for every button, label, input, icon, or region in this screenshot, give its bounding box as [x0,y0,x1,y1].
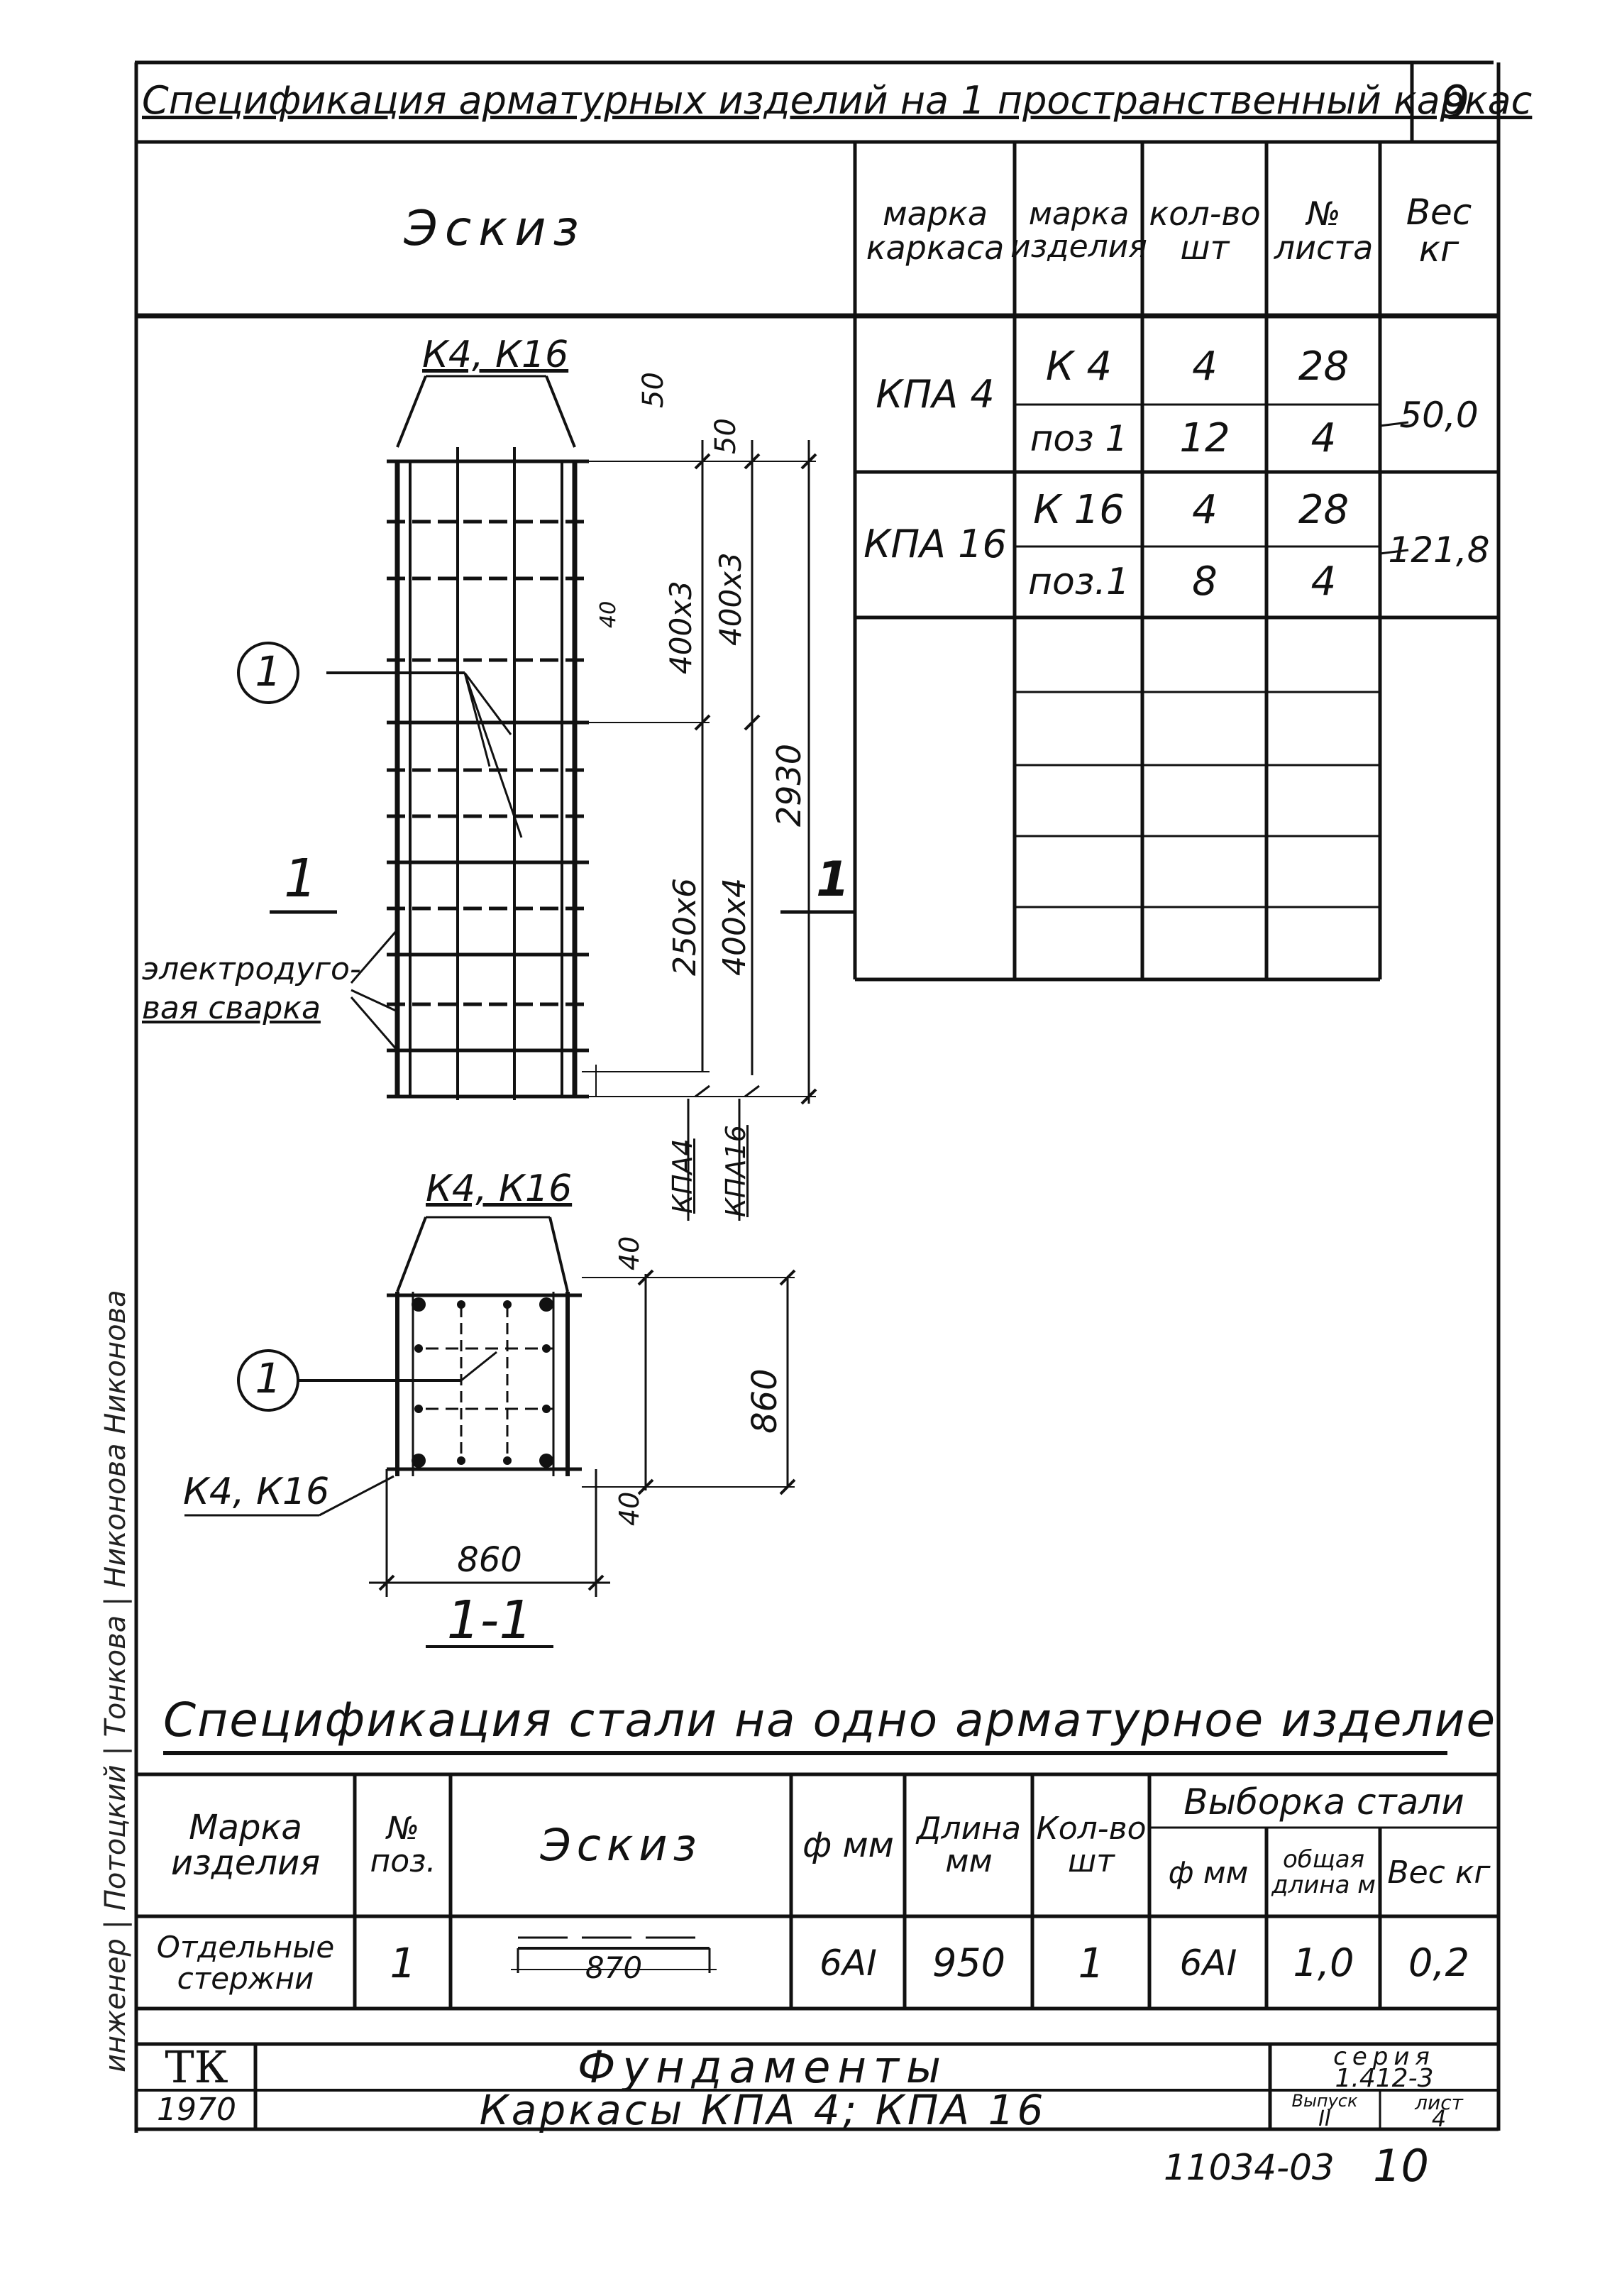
steel-header-pos: № поз. [370,1810,436,1879]
elevation-callout-1: 1 [255,647,282,696]
steel-row-sel-diameter: 6АI [1179,1942,1237,1984]
spec-row-sheet: 4 [1310,414,1337,461]
section-callout-1: 1 [255,1354,282,1402]
spec-row-item-mark: поз 1 [1030,417,1128,459]
spec-row-sheet: 28 [1298,486,1350,533]
steel-row-sel-total-length: 1,0 [1293,1940,1354,1985]
spec-row-qty: 4 [1192,344,1218,390]
section-dim-40-bottom: 40 [614,1491,645,1526]
section-dim-40-top: 40 [614,1236,645,1270]
steel-header-sel-weight: Вес кг [1387,1854,1491,1891]
title-block-subtitle: Каркасы КПА 4; КПА 16 [479,2085,1047,2134]
elevation-top-label: К4, К16 [422,334,569,376]
title-block-series-value: 1.412-3 [1335,2064,1434,2093]
title-block-issue-label: Выпуск [1291,2091,1358,2111]
steel-header-item-mark: Марка изделия [170,1807,321,1883]
spec-header-sketch: Эскиз [404,200,586,257]
spec-header-sheet: № листа [1274,194,1374,267]
steel-header-sel-total-length: общая длина м [1271,1845,1376,1899]
title-block-name: Фундаменты [578,2041,948,2094]
spec-row-item-mark: поз.1 [1027,561,1130,604]
section-bottom-label: К4, К16 [183,1471,330,1513]
steel-row-sketch-dim: 870 [585,1950,643,1985]
steel-header-sketch: Эскиз [540,1819,702,1872]
kpa4-label: КПА4 [667,1138,698,1214]
elevation-dim-400x3-b: 400х3 [713,552,748,646]
title-block-series-label: серия [1333,2043,1435,2071]
steel-row-length: 950 [932,1940,1006,1985]
steel-header-selection: Выборка стали [1183,1781,1464,1823]
elevation-dim-50-b: 50 [710,418,742,454]
steel-row-qty: 1 [1078,1938,1105,1987]
elevation-dim-250x6: 250х6 [667,877,703,976]
sheet-header-title: Спецификация арматурных изделий на 1 про… [142,78,1533,123]
elevation-dim-40-small: 40 [596,600,621,628]
section-top-label: К4, К16 [426,1168,573,1210]
spec-row-qty: 4 [1192,486,1218,533]
spec-row-qty: 8 [1192,559,1218,605]
spec-row-sheet: 4 [1310,559,1337,605]
weld-label-line1: электродуго- [142,951,361,987]
steel-row-item: Отдельные стержни [156,1929,335,1996]
spec-header-item-mark: марка изделия [1010,195,1147,265]
section-mark-left: 1 [284,848,318,909]
spec-header-qty: кол-во шт [1149,194,1261,267]
elevation-dim-400x3-a: 400х3 [663,581,698,674]
title-block-sheet-label: лист [1415,2091,1463,2114]
title-block-year: 1970 [157,2091,236,2128]
margin-vertical-text: инженер | Потоцкий | Тонкова | Никонова … [99,1290,132,2072]
spec-header-weight: Вес кг [1406,191,1472,270]
spec-row-weight: 121,8 [1388,529,1490,571]
title-block-org: ТК [165,2041,228,2094]
steel-header-qty: Кол-во шт [1036,1810,1147,1879]
steel-row-diameter: 6АI [819,1942,877,1984]
spec-row-qty: 12 [1179,414,1230,461]
spec-row-item-mark: К 4 [1045,344,1113,390]
footer-doc-number: 11034-03 [1164,2147,1335,2188]
spec-row-frame: КПА 16 [863,522,1007,567]
steel-spec-title: Спецификация стали на одно арматурное из… [163,1693,1497,1747]
section-dim-860-vertical: 860 [745,1368,785,1434]
steel-row-pos: 1 [390,1938,416,1987]
footer-page: 10 [1373,2140,1429,2192]
elevation-dim-50-a: 50 [637,372,670,408]
spec-row-sheet: 28 [1298,344,1350,390]
section-mark-right: 1 [816,852,850,908]
title-block-issue-value: II [1318,2107,1331,2131]
spec-header-frame-mark: марка каркаса [866,194,1005,267]
steel-header-diameter: ф мм [802,1825,894,1865]
spec-row-weight: 50,0 [1399,394,1479,436]
sheet-header-number: 9 [1440,77,1470,129]
steel-row-sel-weight: 0,2 [1408,1940,1469,1985]
weld-label-line2: вая сварка [142,990,321,1026]
elevation-dim-2930: 2930 [770,743,808,827]
kpa16-label: КПА16 [720,1125,751,1217]
steel-header-length: Длина мм [917,1810,1021,1879]
elevation-dim-400x4: 400х4 [717,877,753,976]
steel-header-sel-diameter: ф мм [1168,1855,1249,1890]
title-block-sheet-value: 4 [1431,2105,1447,2132]
spec-row-item-mark: К 16 [1033,486,1125,533]
section-dim-860-horizontal: 860 [457,1540,522,1580]
section-title: 1-1 [446,1590,533,1651]
spec-row-frame: КПА 4 [876,371,995,417]
